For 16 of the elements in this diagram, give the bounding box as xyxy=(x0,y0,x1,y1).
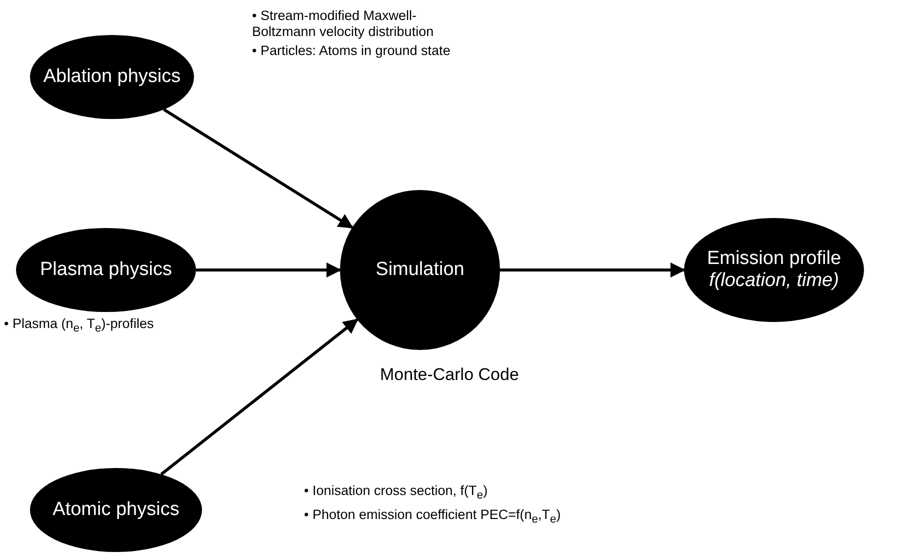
node-label: f(location, time) xyxy=(709,270,839,292)
node-label: Atomic physics xyxy=(52,499,180,521)
node-label: Plasma physics xyxy=(40,259,172,281)
node-label: Simulation xyxy=(376,259,464,281)
arrow xyxy=(163,108,354,229)
arrow xyxy=(160,318,358,476)
bullet-note: • Particles: Atoms in ground state xyxy=(252,43,452,59)
bullet-note: • Plasma (n$_{e}$, T$_{e}$)-profiles xyxy=(4,316,155,336)
bullet-note: • Stream-modified Maxwell-Boltzmann velocity distribution xyxy=(252,8,435,40)
node-label: Ablation physics xyxy=(43,66,181,88)
arrow xyxy=(500,262,686,278)
bullet-note: • Photon emission coefficient PEC=f(n$_{e}$,T$_{e}$) xyxy=(304,506,562,526)
bullet-note: • Ionisation cross section, f(T$_{e}$) xyxy=(304,483,489,503)
node-caption: Monte-Carlo Code xyxy=(380,365,520,385)
arrow xyxy=(196,262,342,278)
node-label: Emission profile xyxy=(706,248,842,270)
